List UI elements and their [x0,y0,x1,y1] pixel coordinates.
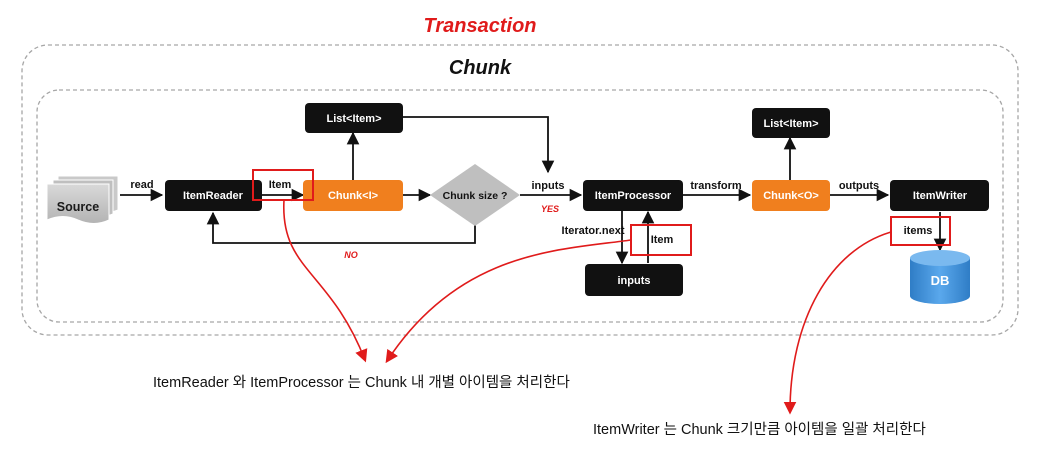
chunk-boundary [36,89,1004,323]
list-item-top-node: List<Item> [305,103,403,133]
item-reader-label: ItemReader [183,190,244,202]
chunk-o-node: Chunk<O> [752,180,830,211]
chunk-i-node: Chunk<I> [303,180,403,211]
transform-label: transform [690,180,742,192]
list-item-right-label: List<Item> [763,118,818,130]
callout-arrow-reader [283,199,368,363]
callout-arrow-writer [783,231,892,415]
iterator-next-label: Iterator.next [562,225,625,237]
list-item-top-label: List<Item> [326,113,381,125]
yes-label: YES [541,204,559,214]
item-highlight-box [252,169,314,201]
list-item-right-node: List<Item> [752,108,830,138]
read-label: read [130,179,153,191]
item-processor-side-label: Item [651,234,674,246]
item-writer-node: ItemWriter [890,180,989,211]
items-highlight-box [890,216,951,246]
edge-list-to-inputs [403,116,555,174]
chunk-i-label: Chunk<I> [328,190,378,202]
transaction-title: Transaction [424,15,537,37]
item-processor-node: ItemProcessor [583,180,683,211]
source-node: Source [46,175,119,224]
callout-arrow-processor [385,239,632,364]
chunk-o-label: Chunk<O> [763,190,819,202]
item-writer-label: ItemWriter [913,190,968,202]
no-label: NO [344,250,358,260]
inputs-box-label: inputs [618,275,651,287]
item-reader-node: ItemReader [165,180,262,211]
chunk-size-label: Chunk size ? [443,190,508,202]
annotation-writer-batch-processing: ItemWriter 는 Chunk 크기만큼 아이템을 일괄 처리한다 [593,421,926,438]
inputs-edge-label: inputs [532,180,565,192]
item-processor-label: ItemProcessor [595,190,672,202]
db-cylinder-icon: DB [910,250,970,304]
edge-no [206,211,476,244]
inputs-node: inputs [585,264,683,296]
source-document-icon [46,183,110,224]
chunk-size-decision: Chunk size ? [430,164,520,226]
source-label: Source [57,200,99,214]
chunk-title: Chunk [449,57,512,79]
item-edge-label: Item [269,179,292,191]
items-label: items [904,225,933,237]
outputs-label: outputs [839,180,879,192]
annotation-chunk-item-processing: ItemReader 와 ItemProcessor 는 Chunk 내 개별 … [153,374,570,391]
db-label: DB [931,273,950,288]
